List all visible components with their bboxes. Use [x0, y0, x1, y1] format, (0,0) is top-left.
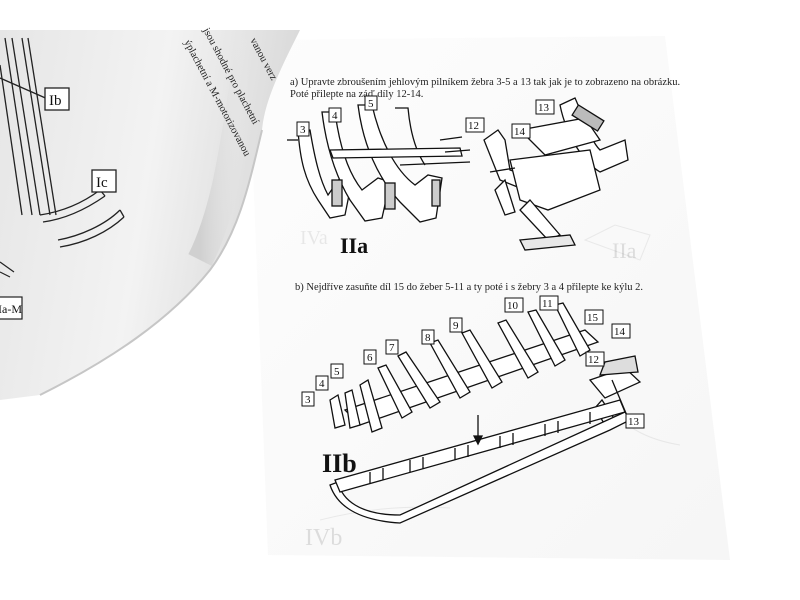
left-rails-drawing [0, 37, 57, 216]
label-b-5: 5 [334, 366, 340, 378]
left-page: vanou verz jsou shodné pro plachetní ýpl… [0, 25, 300, 400]
label-box-ib [44, 87, 70, 111]
left-curve-pieces [39, 174, 125, 248]
figure-iib-hull [329, 302, 642, 524]
figure-iib-labels: 3 4 5 6 7 8 9 10 11 15 14 12 13 [301, 295, 645, 429]
label-ic: Ic [96, 175, 108, 191]
figure-iia-labels-left: 3 4 5 [296, 95, 378, 137]
label-ia-m: Ia-M [0, 302, 22, 316]
figure-iia-stern [483, 97, 629, 251]
label-ib: Ib [49, 93, 62, 109]
label-a-14: 14 [514, 126, 526, 138]
figure-iia-labels-right: 12 13 14 [465, 99, 555, 139]
label-b-3: 3 [305, 394, 311, 406]
step-a-text-line-2: Poté přilepte na záď díly 12-14. [290, 89, 423, 100]
label-b-8: 8 [425, 332, 431, 344]
label-b-14: 14 [614, 326, 626, 338]
label-b-13: 13 [628, 416, 640, 428]
ghost-label-iva: IVa [300, 227, 328, 249]
label-box-ia-m [0, 296, 23, 320]
step-b-text: b) Nejdříve zasuňte díl 15 do žeber 5-11… [295, 282, 643, 293]
label-b-9: 9 [453, 320, 459, 332]
label-b-7: 7 [389, 342, 395, 354]
label-a-3: 3 [300, 124, 306, 136]
label-b-10: 10 [507, 300, 519, 312]
step-a-text-line-1: a) Upravte zbroušením jehlovým pilníkem … [290, 77, 680, 88]
label-b-15: 15 [587, 312, 599, 324]
figure-label-iia: IIa [340, 233, 368, 258]
label-b-12: 12 [588, 354, 599, 366]
label-b-4: 4 [319, 378, 325, 390]
label-b-6: 6 [367, 352, 373, 364]
figure-iia-ribs [287, 104, 471, 223]
label-a-4: 4 [332, 110, 338, 122]
label-box-ic [91, 169, 117, 193]
label-b-11: 11 [542, 298, 553, 310]
label-a-12: 12 [468, 120, 479, 132]
label-a-5: 5 [368, 98, 374, 110]
label-a-13: 13 [538, 102, 550, 114]
ghost-label-ivb: IVb [305, 525, 342, 551]
ghost-label-iia: IIa [612, 238, 637, 263]
figure-label-iib: IIb [322, 449, 357, 478]
